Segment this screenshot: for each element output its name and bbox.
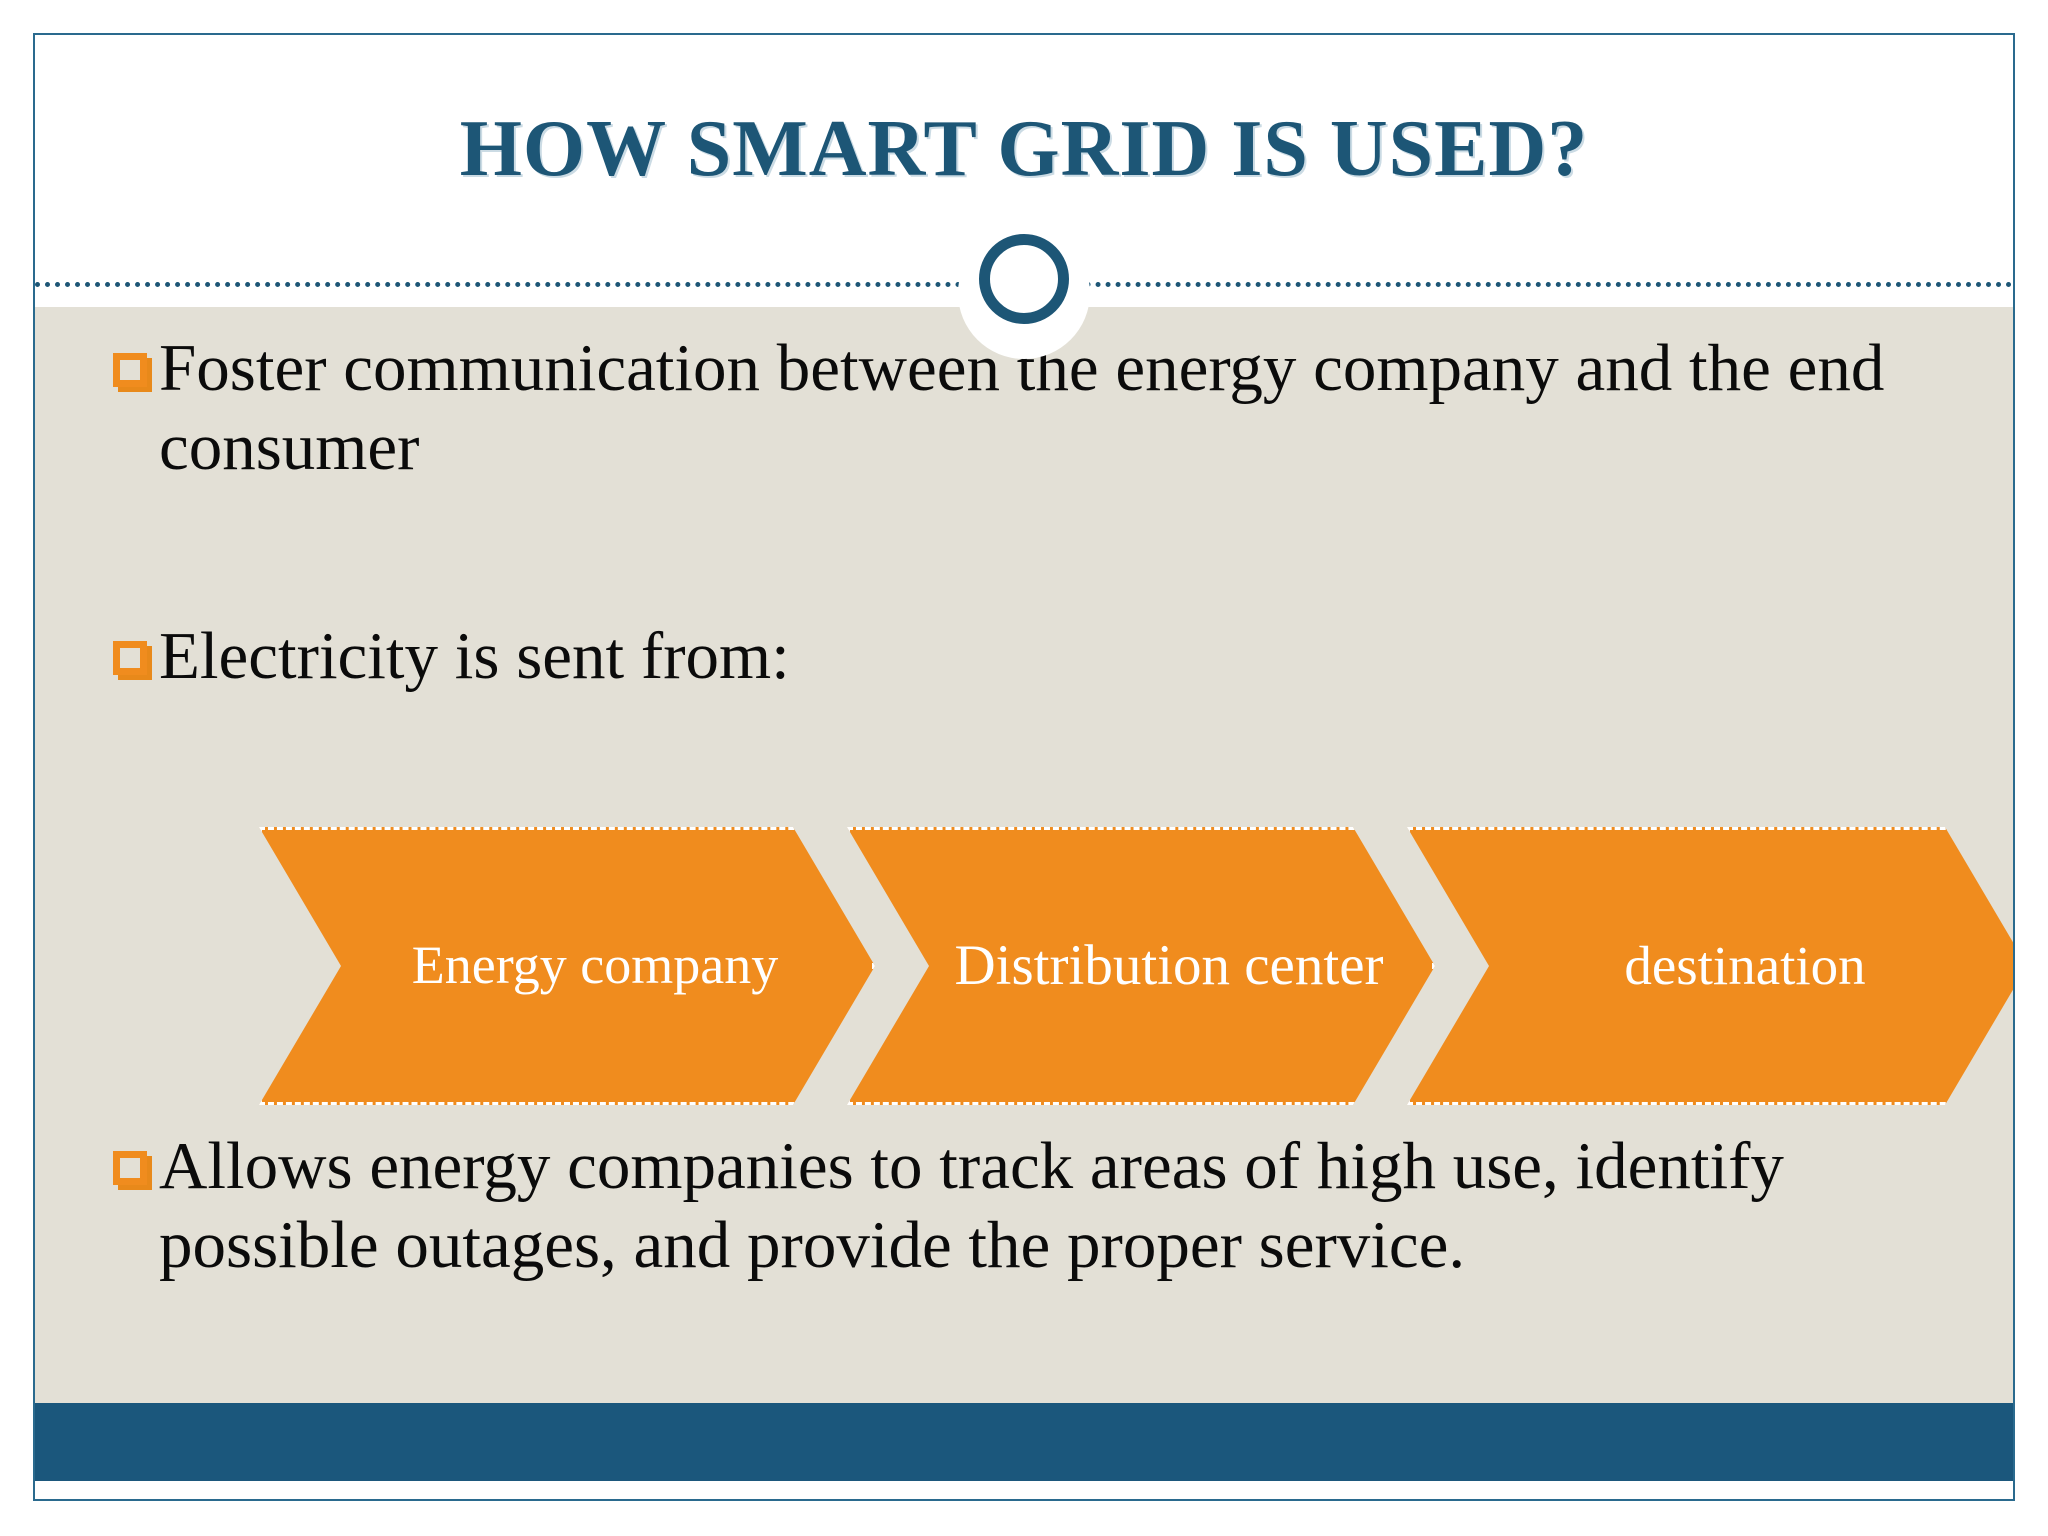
page-title: HOW SMART GRID IS USED?: [459, 105, 1589, 193]
process-step-label: destination: [1624, 935, 1866, 997]
footer-accent-bar: [35, 1403, 2013, 1481]
process-step-label: Energy company: [411, 935, 779, 996]
process-step-label: Distribution center: [954, 934, 1384, 998]
list-item-label: Electricity is sent from:: [159, 619, 790, 693]
process-step-energy-company[interactable]: Energy company: [259, 827, 875, 1105]
square-bullet-face: [113, 1151, 147, 1185]
square-bullet-icon: [113, 1151, 153, 1191]
process-step-destination[interactable]: destination: [1407, 827, 2015, 1105]
list-item: Foster communication between the energy …: [113, 329, 1983, 487]
content-area: Foster communication between the energy …: [35, 307, 2013, 1403]
list-item: Allows energy companies to track areas o…: [113, 1127, 1943, 1285]
square-bullet-face: [113, 353, 147, 387]
process-flow-diagram: Energy company Distribution center desti…: [259, 827, 2009, 1105]
list-item-label: Foster communication between the energy …: [159, 331, 1885, 485]
slide-canvas: HOW SMART GRID IS USED? Foster communica…: [33, 33, 2015, 1501]
square-bullet-face: [113, 641, 147, 675]
process-step-distribution-center[interactable]: Distribution center: [847, 827, 1435, 1105]
list-item-label: Allows energy companies to track areas o…: [159, 1129, 1784, 1283]
square-bullet-icon: [113, 353, 153, 393]
square-bullet-icon: [113, 641, 153, 681]
circle-ring-icon: [979, 234, 1069, 324]
list-item: Electricity is sent from:: [113, 617, 1813, 696]
